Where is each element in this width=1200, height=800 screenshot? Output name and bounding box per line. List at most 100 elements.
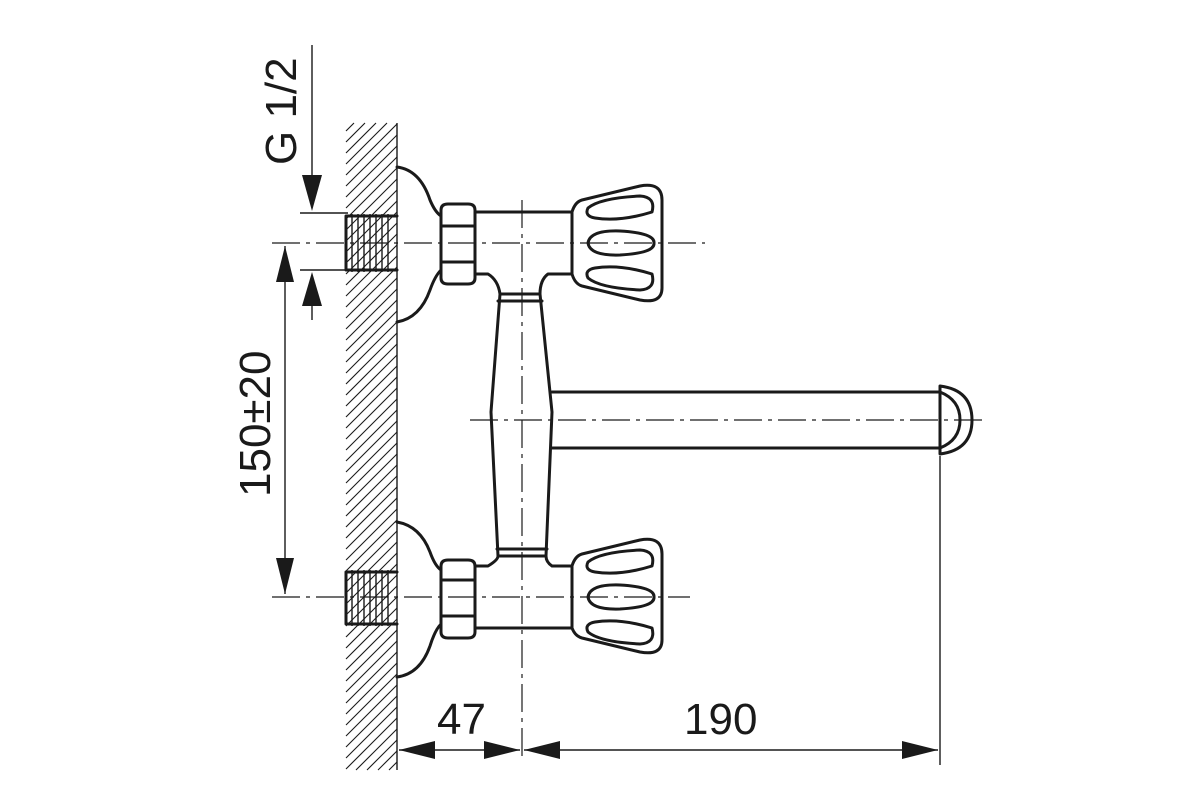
spout-dimension-label: 190 (684, 695, 757, 744)
lower-thread-lines (351, 570, 389, 626)
spout-end (938, 384, 974, 456)
hatch-line (345, 662, 398, 715)
hatch-line (345, 387, 398, 440)
inlet-spacing-arrow-top (276, 246, 294, 282)
hatch-line (345, 618, 398, 671)
upper-escutcheon (395, 165, 443, 324)
hatch-line (345, 574, 398, 627)
hatch-line (345, 640, 398, 693)
upper-fitting (344, 165, 664, 324)
hatch-line (345, 695, 398, 748)
hatch-line (345, 288, 398, 341)
hatch-line (345, 211, 398, 264)
hatch-line (345, 332, 398, 385)
hatch-line (345, 200, 398, 253)
body-arrow-left (399, 741, 435, 759)
hatch-line (345, 376, 398, 429)
lower-fitting (344, 520, 664, 679)
hatch-line (345, 343, 398, 396)
hatch-line (345, 365, 398, 418)
hatch-line (345, 299, 398, 352)
hatch-line (345, 673, 398, 726)
hatch-line (345, 585, 398, 638)
body-arrow-right (484, 741, 520, 759)
hatch-line (345, 266, 398, 319)
hatch-line (345, 717, 398, 770)
hatch-line (345, 552, 398, 605)
hatch-line (345, 222, 398, 275)
hatch-line (345, 486, 398, 539)
lower-valve-handle (570, 537, 664, 655)
spout-arrow-left (524, 741, 560, 759)
inlet-spacing-label: 150±20 (231, 350, 280, 497)
hatch-line (345, 255, 398, 308)
hatch-line (345, 684, 398, 737)
wall-hatching (345, 122, 398, 771)
hatch-line (345, 123, 398, 176)
hatch-line (377, 750, 398, 771)
thread-arrow-down (302, 175, 322, 211)
spout (550, 384, 974, 456)
hatch-line (345, 497, 398, 550)
hatch-line (345, 453, 398, 506)
body-dimension-label: 47 (437, 695, 486, 744)
projection-dimensions: 47 190 (399, 456, 941, 765)
hatch-line (345, 464, 398, 517)
spout-pipe (550, 390, 942, 450)
hatch-line (345, 122, 355, 132)
center-lines (272, 200, 985, 760)
hatch-line (345, 122, 366, 143)
hatch-line (345, 178, 398, 231)
hatch-line (345, 442, 398, 495)
upper-thread-lines (351, 214, 389, 272)
wall (345, 122, 398, 771)
hatch-line (345, 475, 398, 528)
upper-hex-nut (439, 202, 477, 286)
lower-hex-nut (439, 558, 477, 640)
lower-handle-grip-3 (585, 619, 655, 646)
hatch-line (345, 122, 377, 154)
hatch-line (345, 629, 398, 682)
hatch-line (345, 508, 398, 561)
hatch-line (345, 277, 398, 330)
thread-label: G 1/2 (257, 57, 306, 165)
hatch-line (345, 530, 398, 583)
hatch-line (366, 739, 398, 771)
hatch-line (345, 233, 398, 286)
hatch-line (345, 420, 398, 473)
hatch-line (345, 167, 398, 220)
hatch-line (345, 706, 398, 759)
lower-body-connector (473, 554, 574, 630)
hatch-line (345, 651, 398, 704)
hatch-line (345, 134, 398, 187)
hatch-line (355, 728, 398, 771)
hatch-line (345, 519, 398, 572)
hatch-line (388, 761, 398, 771)
lower-handle-grip-1 (585, 548, 655, 575)
lower-escutcheon (395, 520, 443, 679)
hatch-line (345, 310, 398, 363)
upper-valve-handle (570, 183, 664, 303)
spout-arrow-right (902, 741, 938, 759)
thread-dimension: G 1/2 (257, 45, 348, 320)
hatch-line (345, 156, 398, 209)
thread-arrow-up (302, 272, 322, 306)
hatch-line (345, 354, 398, 407)
hatch-line (345, 409, 398, 462)
upper-handle-grip-1 (585, 194, 655, 221)
upper-body-connector (473, 210, 574, 296)
upper-handle-grip-2 (586, 229, 656, 257)
hatch-line (345, 541, 398, 594)
hatch-line (345, 607, 398, 660)
hatch-line (345, 398, 398, 451)
hatch-line (345, 145, 398, 198)
inlet-spacing-dimension: 150±20 (231, 246, 294, 594)
hatch-line (345, 122, 388, 165)
spout-outlet (938, 390, 962, 450)
hatch-line (345, 431, 398, 484)
lower-handle-grip-2 (586, 583, 656, 611)
inlet-spacing-arrow-bottom (276, 558, 294, 594)
upper-handle-grip-3 (585, 265, 655, 292)
hatch-line (345, 321, 398, 374)
